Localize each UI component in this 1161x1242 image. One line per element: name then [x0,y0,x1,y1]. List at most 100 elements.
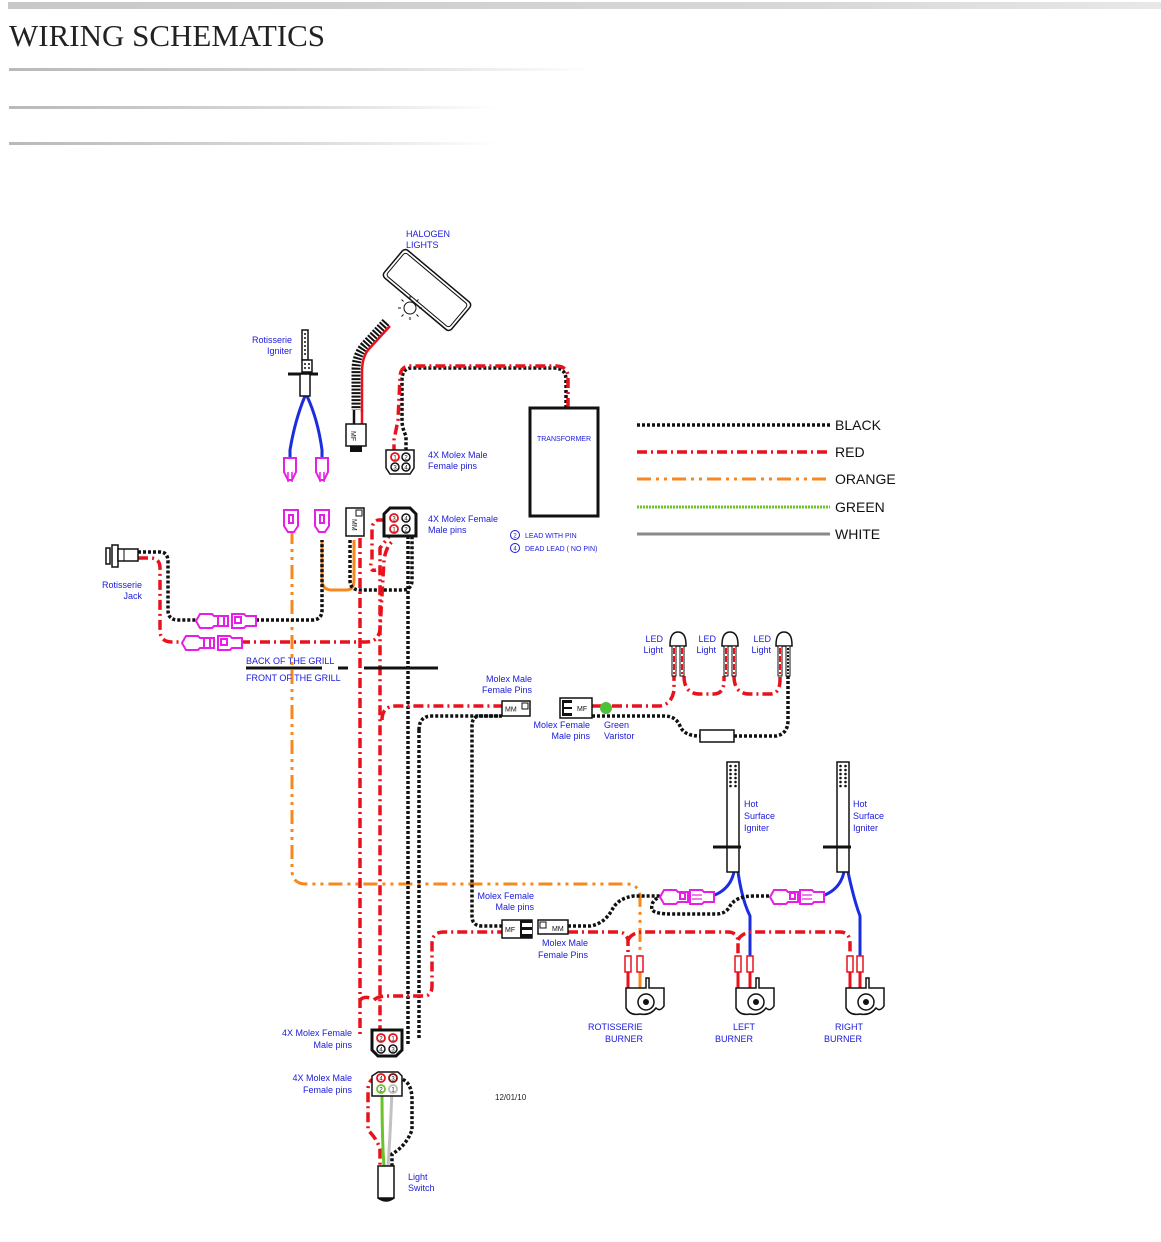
front-of-grill-label: FRONT OF THE GRILL [246,673,341,683]
svg-text:2: 2 [404,456,408,462]
red-wire-loop [372,930,504,1002]
svg-text:MM: MM [505,707,517,714]
rotisserie-jack-label: Rotisserie [102,580,142,590]
legend-label: ORANGE [835,471,896,487]
molex-label: Male pins [313,1040,352,1050]
halogen-cable-black [351,318,390,410]
svg-text:MF: MF [505,927,515,934]
led-label: Light [643,645,663,655]
molex-label: Female Pins [482,685,533,695]
molex-4x-female-male-bottom: 2 1 4 3 4X Molex Female Male pins [282,1028,404,1058]
spade-connector [283,457,329,482]
svg-text:2: 2 [379,1088,383,1094]
svg-text:3: 3 [391,1077,395,1083]
svg-text:2: 2 [404,528,408,534]
divider [9,68,594,71]
rotisserie-igniter-lead [305,395,324,458]
light-switch-label: Light [408,1172,428,1182]
revision-date: 12/01/10 [495,1093,527,1102]
jack-connectors [180,613,257,651]
burner-label: LEFT [733,1022,756,1032]
transformer: TRANSFORMER [528,406,600,518]
hsi-left-lead [711,871,736,898]
mf-connector-low: MF Molex Female Male pins [477,891,534,939]
led-light: LED Light [696,631,739,677]
molex-label: Molex Female [477,891,534,901]
led-red-wire [592,676,676,708]
legend-label: GREEN [835,499,885,515]
switch-white-wire [386,1089,394,1167]
svg-text:4: 4 [404,466,408,472]
burner-label: ROTISSERIE [588,1022,643,1032]
igniter-connectors [658,889,825,905]
svg-text:3: 3 [393,466,397,472]
hsi-left-lead [736,871,752,956]
rotisserie-jack: Rotisserie Jack [102,544,142,601]
pin-notes: 2 LEAD WITH PIN 4 DEAD LEAD ( NO PIN) [510,530,597,553]
black-wire-mid-loop [470,714,504,928]
legend-label: WHITE [835,526,880,542]
rotisserie-igniter: Rotisserie Igniter [252,329,318,397]
svg-text:4: 4 [379,1077,383,1083]
molex-label: 4X Molex Male [292,1073,352,1083]
molex-4x-male-female-bottom: 4 3 2 1 4X Molex Male Female pins [292,1071,403,1097]
svg-text:1: 1 [391,1037,395,1043]
orange-wire-short [320,540,356,592]
svg-text:4: 4 [379,1048,383,1054]
vertical-black-wire [417,714,500,731]
legend: BLACK RED ORANGE GREEN WHITE [637,417,896,542]
molex-label: Female pins [428,461,478,471]
sun-icon [398,296,422,320]
rotisserie-igniter-label: Igniter [267,346,292,356]
red-burner-wire [626,930,740,956]
svg-text:1: 1 [392,528,396,534]
transformer-red-wire [392,364,570,450]
led-black-wire [734,676,790,738]
hot-surface-igniter-right: Hot Surface Igniter [823,761,884,873]
varistor-label: Green [604,720,629,730]
mm-connector-top: MM [345,507,365,537]
mm-connector-low: MM Molex Male Female Pins [537,919,588,960]
page-title: WIRING SCHEMATICS [9,18,326,53]
molex-label: Molex Male [486,674,532,684]
hsi-right-lead [846,871,862,956]
rotisserie-jack-label: Jack [123,591,142,601]
halogen-cable-red [360,325,391,412]
light-switch-label: Switch [408,1183,435,1193]
molex-label: Female pins [303,1085,353,1095]
mm-connector-mid: MM Molex Male Female Pins [482,674,533,717]
molex-label: Molex Male [542,938,588,948]
legend-label: BLACK [835,417,882,433]
molex-label: Male pins [495,902,534,912]
svg-text:4: 4 [513,547,517,553]
led-label: Light [751,645,771,655]
hsi-label: Igniter [744,823,769,833]
svg-text:2: 2 [379,1037,383,1043]
halogen-lights-housing [382,248,472,332]
hsi-label: Hot [744,799,759,809]
varistor-label: Varistor [604,731,634,741]
svg-text:4: 4 [404,517,408,523]
svg-text:1: 1 [393,456,397,462]
molex-label: Male pins [551,731,590,741]
divider [9,142,499,145]
hsi-right-lead [821,871,846,898]
black-wire-low [568,894,660,928]
molex-label: Male pins [428,525,467,535]
pin-note-text: LEAD WITH PIN [525,533,577,540]
svg-text:3: 3 [392,517,396,523]
left-burner: LEFT BURNER [715,955,775,1044]
molex-label: 4X Molex Male [428,450,488,460]
grill-divider: BACK OF THE GRILL FRONT OF THE GRILL [246,656,438,683]
burner-label: RIGHT [835,1022,864,1032]
svg-text:2: 2 [513,534,517,540]
red-wire-to-mm-mid [380,704,502,721]
halogen-lights-label: LIGHTS [406,240,439,250]
legend-label: RED [835,444,865,460]
halogen-mf-connector: MF [345,423,367,452]
led-light: LED Light [751,631,793,677]
orange-wire-main [290,530,642,968]
halogen-lights-label: HALOGEN [406,229,450,239]
hot-surface-igniter-left: Hot Surface Igniter [713,761,775,873]
molex-label: Molex Female [533,720,590,730]
